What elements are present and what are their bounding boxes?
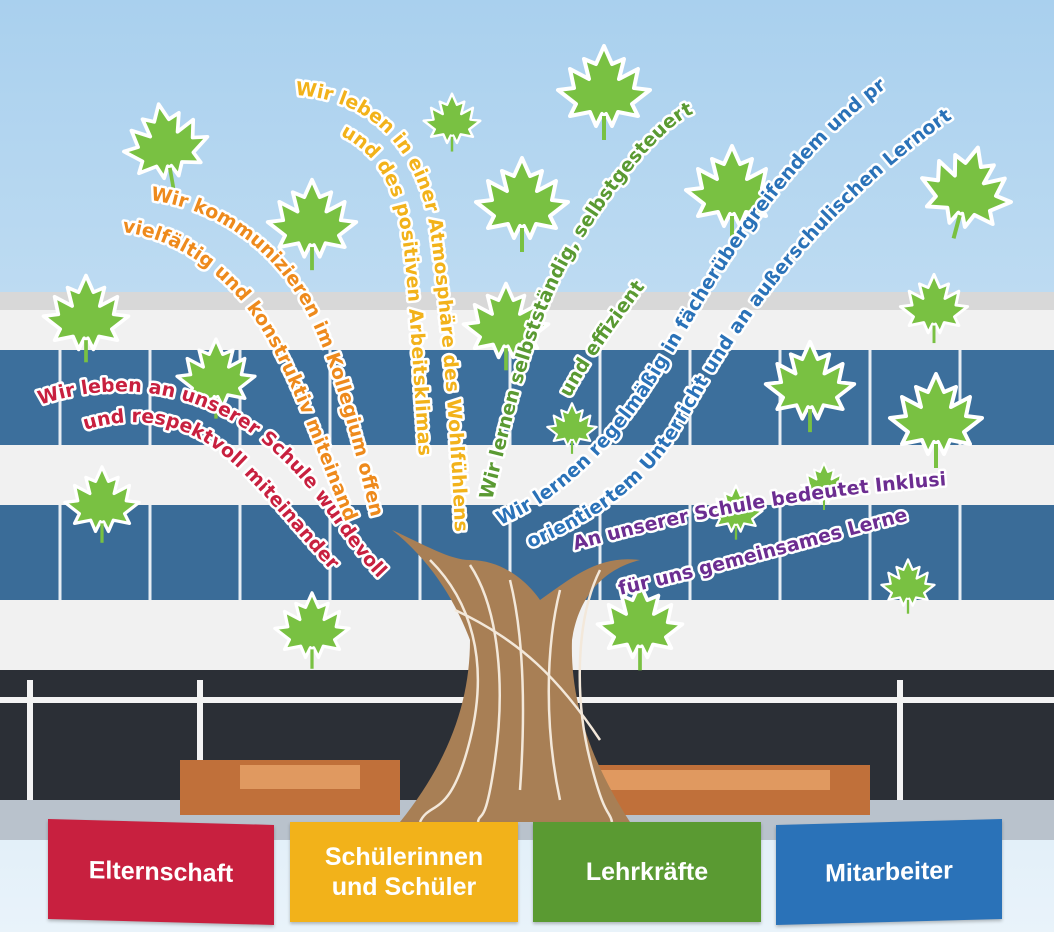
tab-lehrkraefte: Lehrkräfte [533, 822, 761, 922]
tab-label: Elternschaft [88, 856, 234, 888]
tab-schuelerinnen-und-schueler: Schülerinnen und Schüler [290, 822, 518, 922]
tab-elternschaft: Elternschaft [48, 819, 274, 925]
tab-mitarbeiter: Mitarbeiter [776, 819, 1002, 925]
tab-label: und Schüler [331, 873, 477, 901]
tab-label: Lehrkräfte [585, 858, 709, 886]
tab-label: Schülerinnen [324, 843, 484, 871]
tab-label: Mitarbeiter [825, 856, 953, 888]
tree-trunk-icon [392, 530, 640, 823]
